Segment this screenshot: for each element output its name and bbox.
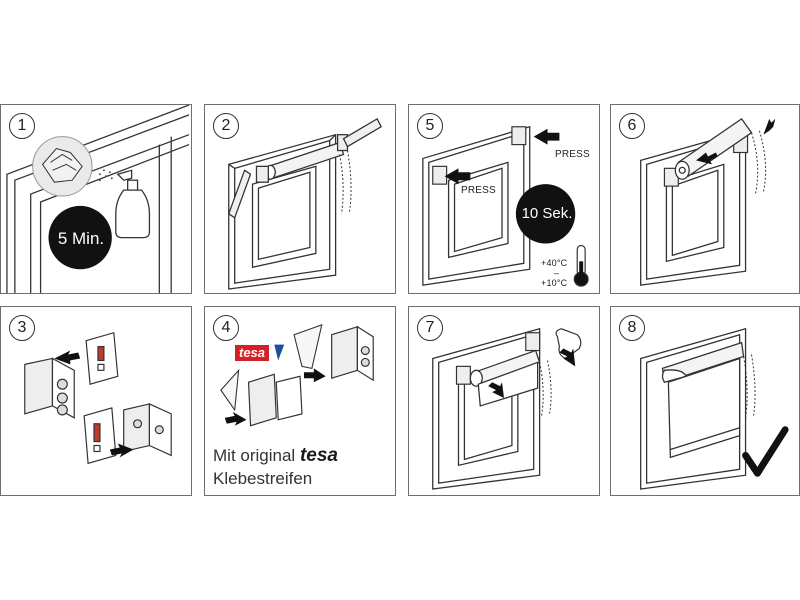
step-3-panel: 3 xyxy=(0,306,192,496)
temperature-max: +40°C xyxy=(541,258,568,268)
caption-prefix: Mit original xyxy=(213,446,296,465)
temperature-min: +10°C xyxy=(541,278,568,288)
roller-tube xyxy=(674,117,753,180)
step-1-panel: 1 5 Min. xyxy=(0,104,192,294)
step-number: 3 xyxy=(9,315,35,341)
adhesive-plate xyxy=(85,331,119,385)
step-8-panel: 8 xyxy=(610,306,800,496)
step-number: 5 xyxy=(417,113,443,139)
thermometer-icon xyxy=(573,244,589,287)
timer-label: 10 Sek. xyxy=(521,205,573,222)
bracket-part xyxy=(24,357,75,419)
spray-bottle-icon xyxy=(115,169,151,239)
scraper-tool-icon xyxy=(227,117,382,219)
tesa-caption-line-2: Klebestreifen xyxy=(213,469,313,488)
step-5-illustration xyxy=(422,125,589,287)
press-label: PRESS xyxy=(461,185,496,196)
step-4-illustration xyxy=(220,323,374,427)
press-label: PRESS xyxy=(555,149,590,160)
checkmark-icon xyxy=(742,426,789,477)
step-number: 7 xyxy=(417,315,443,341)
roller-tube xyxy=(255,134,349,183)
direction-arrow-icon xyxy=(488,348,576,399)
roller-blind xyxy=(661,341,745,459)
timer-circle xyxy=(48,205,112,270)
step-4-panel: 4 tesa Mit original tesa Klebestreifen xyxy=(204,306,396,496)
bead-chain xyxy=(339,150,352,214)
step-number: 2 xyxy=(213,113,239,139)
wall-bracket xyxy=(455,332,541,385)
step-8-illustration xyxy=(640,327,789,490)
step-6-panel: 6 xyxy=(610,104,800,294)
step-7-illustration xyxy=(432,327,582,490)
bracket-part xyxy=(331,325,374,382)
step-number: 1 xyxy=(9,113,35,139)
timer-label: 5 Min. xyxy=(57,229,105,248)
tesa-logo-badge: tesa xyxy=(235,345,270,361)
step-1-illustration xyxy=(6,105,190,293)
wall-bracket xyxy=(432,126,527,185)
step-3-illustration xyxy=(24,331,172,465)
direction-arrow-icon xyxy=(224,368,326,426)
tesa-logo-text: tesa xyxy=(299,445,338,466)
step-2-illustration xyxy=(227,117,382,290)
step-7-panel: 7 xyxy=(408,306,600,496)
step-2-panel: 2 xyxy=(204,104,396,294)
adhesive-plate xyxy=(83,407,117,465)
step-5-panel: 5 PRESS PRESS 10 Sek. +40°C – +10°C xyxy=(408,104,600,294)
direction-arrow-icon xyxy=(696,118,776,165)
step-number: 8 xyxy=(619,315,645,341)
bracket-part xyxy=(123,403,172,457)
direction-arrow-icon xyxy=(54,350,134,458)
timer-circle xyxy=(515,184,576,244)
step-6-illustration xyxy=(640,117,776,286)
step-number: 4 xyxy=(213,315,239,341)
tesa-caption-line-1: Mit original tesa xyxy=(213,445,338,467)
bracket-part xyxy=(247,373,303,427)
roller-tube xyxy=(469,349,541,407)
cleaning-cloth-icon xyxy=(32,136,93,197)
temperature-separator: – xyxy=(554,268,560,278)
step-number: 6 xyxy=(619,113,645,139)
